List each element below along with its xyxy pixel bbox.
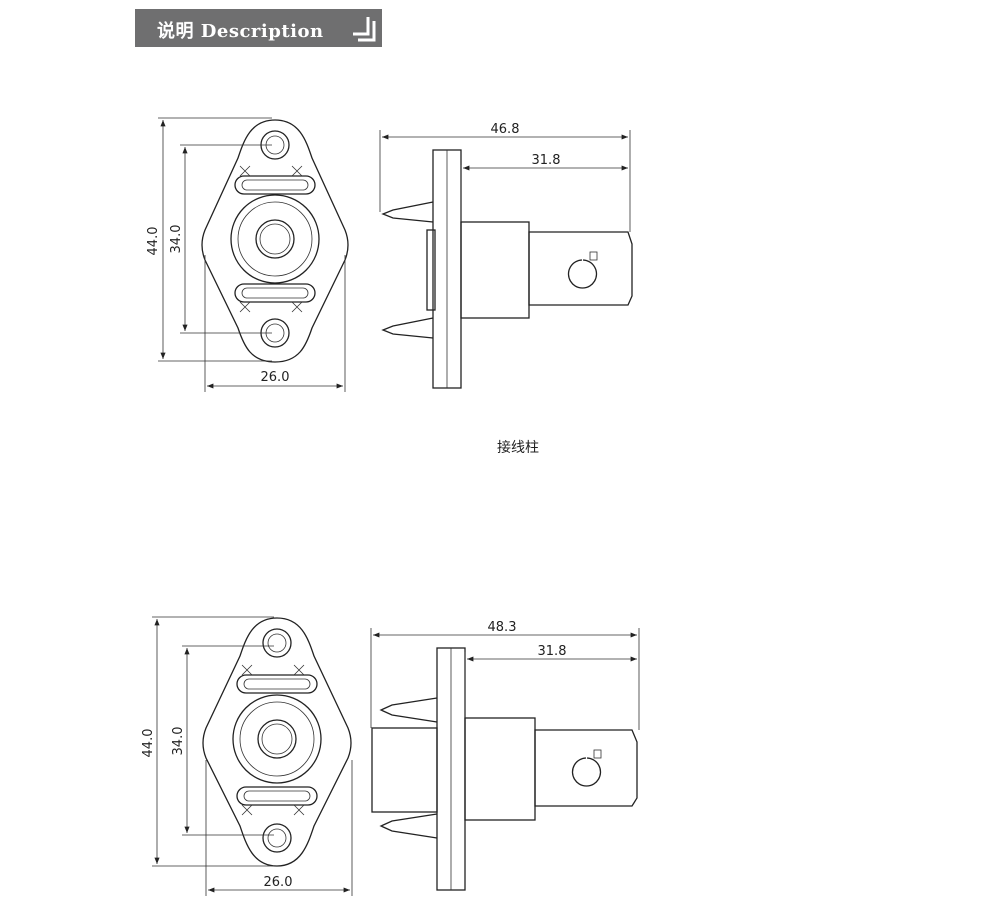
top-height-outer-label: 44.0 [146, 227, 161, 256]
bottom-side-view [370, 628, 640, 891]
corner-arrow-icon [353, 17, 376, 42]
bottom-height-outer-label: 44.0 [141, 729, 156, 758]
bottom-length-shaft-label: 31.8 [538, 644, 567, 659]
top-length-total-label: 46.8 [491, 122, 520, 137]
header-title: 说明 Description [157, 21, 324, 42]
top-side-view [379, 130, 633, 389]
top-width-label: 26.0 [261, 370, 290, 385]
top-height-inner-label: 34.0 [169, 225, 184, 254]
bottom-length-total-label: 48.3 [488, 620, 517, 635]
header-badge: 说明 Description [135, 9, 382, 47]
bottom-width-label: 26.0 [264, 875, 293, 890]
top-front-view [158, 117, 349, 392]
top-length-shaft-label: 31.8 [532, 153, 561, 168]
caption: 接线柱 [497, 440, 539, 456]
bottom-front-view [152, 616, 353, 896]
bottom-height-inner-label: 34.0 [171, 727, 186, 756]
